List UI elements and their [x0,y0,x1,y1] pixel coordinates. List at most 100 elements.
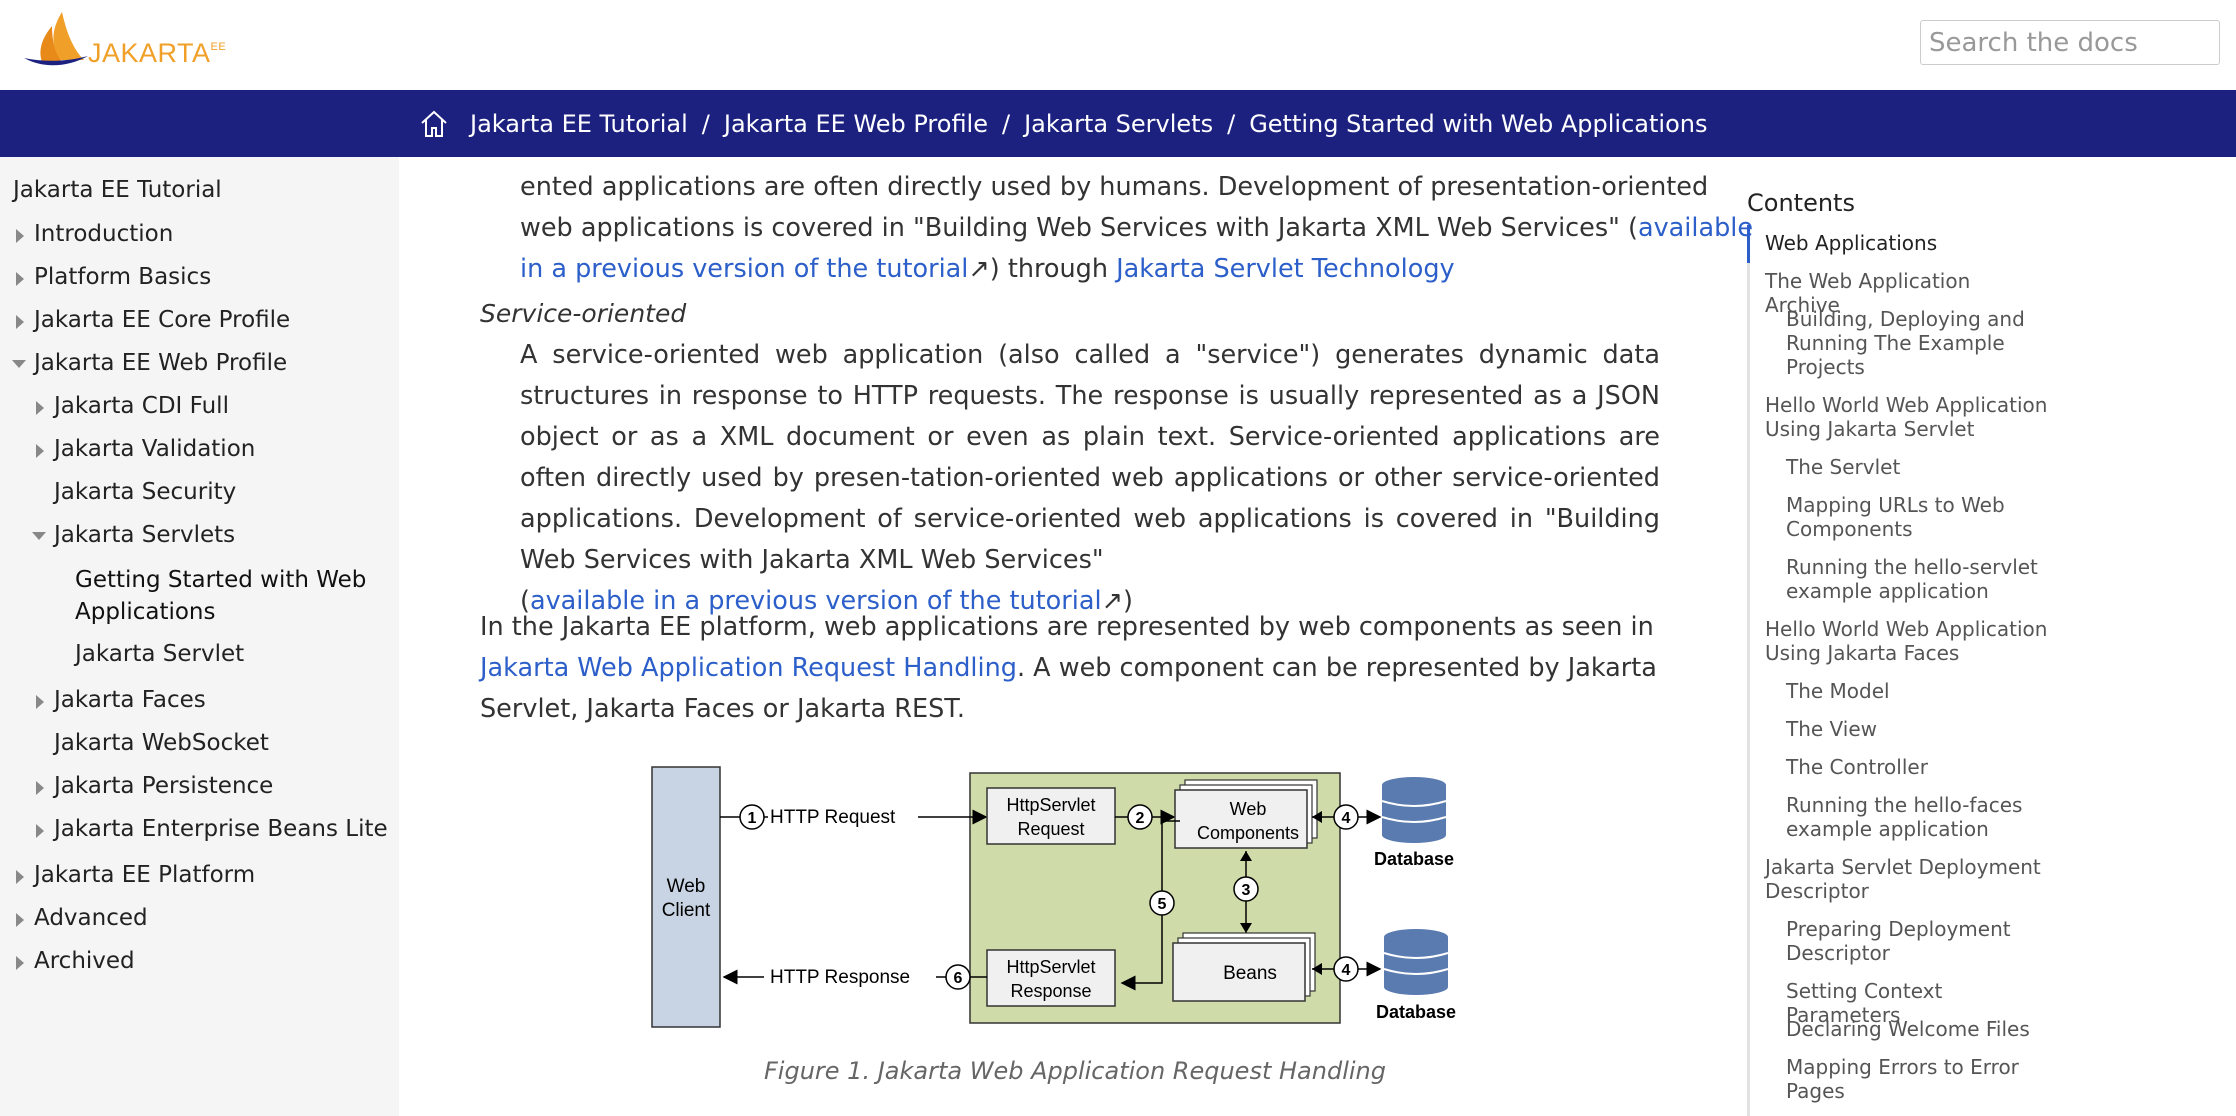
sidebar-item-web-profile[interactable]: Jakarta EE Web Profile [12,350,287,376]
toc-item[interactable]: Mapping Errors to Error Pages [1786,1055,2019,1103]
sidebar-item-servlets[interactable]: Jakarta Servlets [32,522,235,548]
step-number: 5 [1158,896,1167,913]
previous-version-link[interactable]: in a previous version of the tutorial [520,254,969,284]
sidebar-item-label: Jakarta Validation [54,436,256,462]
toc-item[interactable]: Setting Context Parameters [1786,979,1943,1027]
breadcrumb-link[interactable]: Jakarta EE Web Profile [723,110,988,138]
expand-arrow-icon[interactable] [16,956,24,970]
database-label: Database [1376,1002,1456,1022]
toc-item[interactable]: Hello World Web Application Using Jakart… [1765,617,2048,665]
sidebar-item-platform[interactable]: Jakarta EE Platform [16,862,256,888]
expand-arrow-icon[interactable] [16,315,24,329]
figure-link[interactable]: Jakarta Web Application Request Handling [480,653,1017,683]
sidebar-item-servlet[interactable]: Jakarta Servlet [75,641,244,667]
sidebar-item-validation[interactable]: Jakarta Validation [36,436,256,462]
top-header: JAKARTAEE [0,0,2236,90]
expand-arrow-icon[interactable] [36,824,44,838]
jakarta-ee-logo[interactable]: JAKARTAEE [22,10,262,74]
servlet-response-label: Response [1010,981,1091,1001]
sidebar-item-platform-basics[interactable]: Platform Basics [16,264,212,290]
toc-item[interactable]: The View [1786,717,1878,741]
sidebar-item-websocket[interactable]: Jakarta WebSocket [54,730,269,756]
toc-active-indicator [1747,225,1750,263]
paragraph-text: ( [520,586,530,616]
toc-item[interactable]: Web Applications [1765,231,1938,255]
sidebar-item-getting-started[interactable]: Getting Started with Web Applications [75,564,375,628]
toc-item[interactable]: Building, Deploying and Running The Exam… [1786,307,2025,379]
http-request-label: HTTP Request [770,807,896,828]
previous-version-link[interactable]: available [1637,213,1754,243]
toc-item[interactable]: The Web Application Archive [1765,269,1971,317]
paragraph-line: in a previous version of the tutorial↗) … [520,249,1660,290]
breadcrumb-separator: / [1002,110,1011,138]
step-number: 3 [1242,882,1251,899]
sidebar-item-persistence[interactable]: Jakarta Persistence [36,773,274,799]
search-input[interactable] [1920,20,2220,65]
breadcrumb-separator: / [701,110,710,138]
toc-item[interactable]: Mapping URLs to Web Components [1786,493,2005,541]
paragraph-text: ) through [989,254,1117,284]
collapse-arrow-icon[interactable] [32,532,46,540]
toc-item[interactable]: The Servlet [1786,455,1901,479]
breadcrumb-current[interactable]: Getting Started with Web Applications [1249,110,1708,138]
sidebar-item-cdi-full[interactable]: Jakarta CDI Full [36,393,229,419]
main-content: ented applications are often directly us… [480,157,1753,1116]
expand-arrow-icon[interactable] [36,444,44,458]
breadcrumb-link[interactable]: Jakarta Servlets [1024,110,1214,138]
expand-arrow-icon[interactable] [16,229,24,243]
step-marker [1149,890,1175,916]
external-link-icon: ↗ [968,254,990,284]
expand-arrow-icon[interactable] [36,695,44,709]
sidebar-root-link[interactable]: Jakarta EE Tutorial [13,177,222,203]
sidebar-item-archived[interactable]: Archived [16,948,135,974]
sidebar-nav: Jakarta EE Tutorial Introduction Platfor… [0,157,399,1116]
beans-label: Beans [1223,963,1277,984]
external-link-icon: ↗ [1101,586,1123,616]
servlet-technology-link[interactable]: Jakarta Servlet Technology [1116,254,1455,284]
step-number: 2 [1136,810,1145,827]
web-client-box [651,766,721,1028]
expand-arrow-icon[interactable] [16,272,24,286]
sidebar-item-enterprise-beans-lite[interactable]: Jakarta Enterprise Beans Lite [36,816,388,842]
sidebar-item-advanced[interactable]: Advanced [16,905,148,931]
sidebar-item-label: Platform Basics [34,264,212,290]
sidebar-item-label: Getting Started with Web Applications [75,567,367,625]
servlet-request-box [986,787,1116,845]
sidebar-item-faces[interactable]: Jakarta Faces [36,687,206,713]
service-oriented-term: Service-oriented [480,299,687,328]
expand-arrow-icon[interactable] [36,401,44,415]
sidebar-item-core-profile[interactable]: Jakarta EE Core Profile [16,307,290,333]
sidebar-item-label: Jakarta Persistence [54,773,274,799]
step-number: 1 [748,810,757,827]
expand-arrow-icon[interactable] [16,913,24,927]
toc-item[interactable]: Preparing Deployment Descriptor [1786,917,2011,965]
breadcrumb-link[interactable]: Jakarta EE Tutorial [470,110,688,138]
toc-item[interactable]: Jakarta Servlet Deployment Descriptor [1765,855,2041,903]
service-oriented-paragraph: A service-oriented web application (also… [520,335,1660,622]
toc-item[interactable]: Running the hello-faces example applicat… [1786,793,2023,841]
toc-item[interactable]: Hello World Web Application Using Jakart… [1765,393,2048,441]
toc-item[interactable]: The Model [1786,679,1890,703]
sidebar-item-label: Jakarta EE Platform [34,862,256,888]
sidebar-item-label: Introduction [34,221,174,247]
toc-item[interactable]: The Controller [1786,755,1928,779]
sidebar-item-introduction[interactable]: Introduction [16,221,174,247]
web-components-label: Web [1230,799,1267,819]
sidebar-item-security[interactable]: Jakarta Security [54,479,236,505]
previous-version-link[interactable]: available in a previous version of the t… [529,586,1102,616]
servlet-request-label: Request [1017,819,1084,839]
sidebar-item-label: Advanced [34,905,148,931]
expand-arrow-icon[interactable] [36,781,44,795]
step-number: 4 [1342,962,1351,979]
breadcrumb-separator: / [1227,110,1236,138]
web-components-box [1174,789,1308,849]
arrow-head [1240,851,1252,861]
database-label: Database [1374,849,1454,869]
table-of-contents: Contents Web Applications The Web Applic… [1746,157,2047,1116]
collapse-arrow-icon[interactable] [12,360,26,368]
toc-item[interactable]: Declaring Welcome Files [1786,1017,2030,1041]
toc-item[interactable]: Running the hello-servlet example applic… [1786,555,2038,603]
home-icon[interactable] [418,108,450,140]
web-client-label: Client [662,900,711,921]
expand-arrow-icon[interactable] [16,870,24,884]
